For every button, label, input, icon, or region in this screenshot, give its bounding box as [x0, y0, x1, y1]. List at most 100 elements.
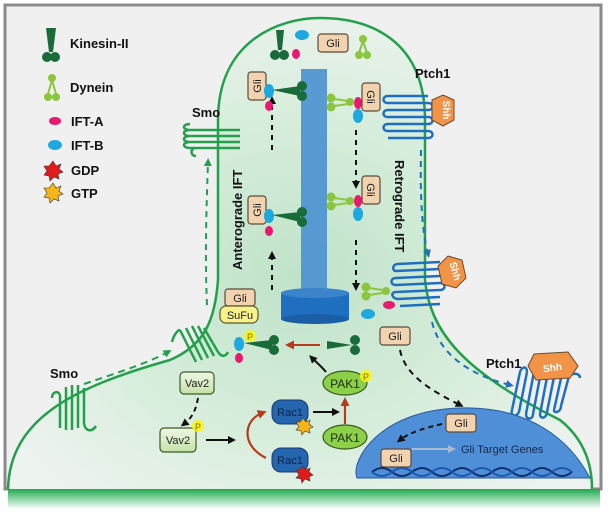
anterograde-ift-label: Anterograde IFT [230, 170, 245, 270]
legend-gdp: GDP [43, 160, 100, 182]
ptch1-receptor-middle [390, 260, 446, 308]
legend-gtp: GTP [43, 182, 98, 204]
vav2-box-phospho: Vav2 P [159, 420, 204, 453]
tip-ift-b [295, 30, 309, 40]
anterograde-train-upper: Gli [247, 71, 307, 111]
legend-label: GDP [71, 163, 100, 178]
gli-label: Gli [388, 331, 401, 343]
legend-label: Kinesin-II [70, 36, 129, 51]
retrograde-train-lower: Gli [326, 175, 381, 221]
gli-target-genes-label: Gli Target Genes [461, 444, 544, 456]
phospho-label: P [363, 372, 369, 382]
tip-dynein [355, 35, 371, 59]
gdp-icon [43, 160, 64, 182]
free-kinesin [327, 335, 360, 355]
ptch1-exit-arrow [419, 149, 431, 258]
kinesin-ii-icon [42, 28, 60, 62]
legend-label: IFT-A [71, 114, 104, 129]
gli-label: Gli [454, 418, 467, 430]
phospho-label: P [247, 332, 253, 342]
smo-label-bottom: Smo [50, 366, 78, 381]
legend-label: IFT-B [71, 138, 104, 153]
shh-label: Shh [447, 261, 463, 282]
ptch1-exit-arrow-2 [431, 321, 514, 388]
vav2-box-upper: Vav2 [179, 371, 215, 395]
phospho-label: P [195, 422, 201, 432]
legend: Kinesin-II Dynein IFT-A IFT-B GDP GTP [42, 28, 129, 204]
shh-label: Shh [440, 101, 451, 120]
pak1-to-kinesin-arrow [309, 355, 327, 373]
rac1-gdp-gtp-exchange-arrow [246, 410, 267, 459]
basal-body [281, 288, 349, 324]
cilium-body [8, 18, 592, 489]
shh-ligand-bottom: Shh [527, 351, 579, 381]
shh-ligand-top: Shh [431, 94, 455, 127]
smo-entry-arrow [83, 350, 172, 385]
pak1-label: PAK1 [330, 431, 360, 445]
gli-label: Gli [326, 38, 339, 50]
smo-receptor-entering [170, 325, 230, 363]
gli-label: Gli [233, 293, 246, 305]
legend-ift-b: IFT-B [48, 138, 104, 153]
sufu-label: SuFu [227, 310, 253, 322]
ptch1-label-top: Ptch1 [415, 66, 450, 81]
vav2-phosphorylation-arrow [180, 397, 199, 427]
phospho-kinesin-complex: P [234, 330, 279, 363]
rac1-gdp: Rac1 [271, 447, 314, 484]
smo-receptor-bottom [50, 385, 98, 432]
shh-label: Shh [543, 362, 563, 376]
gli-nuclear-arrow [396, 423, 443, 443]
retrograde-ift-label: Retrograde IFT [392, 160, 407, 253]
smo-receptor-top [182, 122, 240, 158]
legend-ift-a: IFT-A [49, 114, 104, 129]
dynein-icon [44, 74, 60, 101]
vav2-label: Vav2 [185, 378, 209, 390]
nucleus-gli-box-2: Gli [380, 448, 412, 468]
gli-label: Gli [364, 183, 376, 196]
ift-b-icon [48, 140, 62, 150]
ift-a-icon [49, 117, 61, 125]
gtp-icon [295, 417, 314, 436]
tip-gli-box: Gli [317, 33, 349, 53]
gli-to-nucleus-arrow [399, 349, 464, 407]
pak1-unphospho: PAK1 [322, 424, 368, 450]
legend-label: Dynein [70, 80, 113, 95]
base-ift-b [361, 309, 375, 319]
ptch1-receptor-top [382, 94, 434, 140]
rac1-label: Rac1 [277, 407, 303, 419]
smo-label-top: Smo [192, 105, 220, 120]
ptch1-label-bottom: Ptch1 [486, 356, 521, 371]
nucleus-gli-box-1: Gli [445, 413, 477, 433]
anterograde-train-lower: Gli [247, 195, 307, 236]
ciliary-membrane [6, 16, 594, 490]
axoneme [301, 69, 327, 289]
gli-label: Gli [364, 90, 376, 103]
gli-label: Gli [252, 79, 264, 92]
gli-sufu-complex: Gli SuFu [219, 288, 259, 324]
pak1-phospho: PAK1 P [322, 370, 372, 396]
gtp-icon [43, 182, 64, 204]
retrograde-train-upper: Gli [326, 82, 381, 123]
cell-base-bar [8, 489, 600, 509]
legend-label: GTP [71, 186, 98, 201]
gli-label: Gli [252, 203, 264, 216]
tip-ift-a [292, 49, 300, 59]
smo-transport-arrow [203, 158, 212, 306]
gdp-icon [295, 465, 314, 484]
rac1-label: Rac1 [277, 455, 303, 467]
legend-kinesin-ii: Kinesin-II [42, 28, 129, 62]
pak1-label: PAK1 [330, 377, 360, 391]
vav2-label: Vav2 [166, 435, 190, 447]
gli-label: Gli [389, 453, 402, 465]
base-ift-a [383, 301, 395, 309]
base-dynein [361, 282, 390, 301]
tip-kinesin [270, 30, 289, 60]
legend-dynein: Dynein [44, 74, 113, 101]
free-gli-box: Gli [379, 326, 411, 346]
nucleus [355, 407, 591, 479]
dna-strand [371, 467, 573, 477]
rac1-gtp: Rac1 [271, 399, 314, 436]
shh-ligand-middle: Shh [437, 255, 467, 289]
